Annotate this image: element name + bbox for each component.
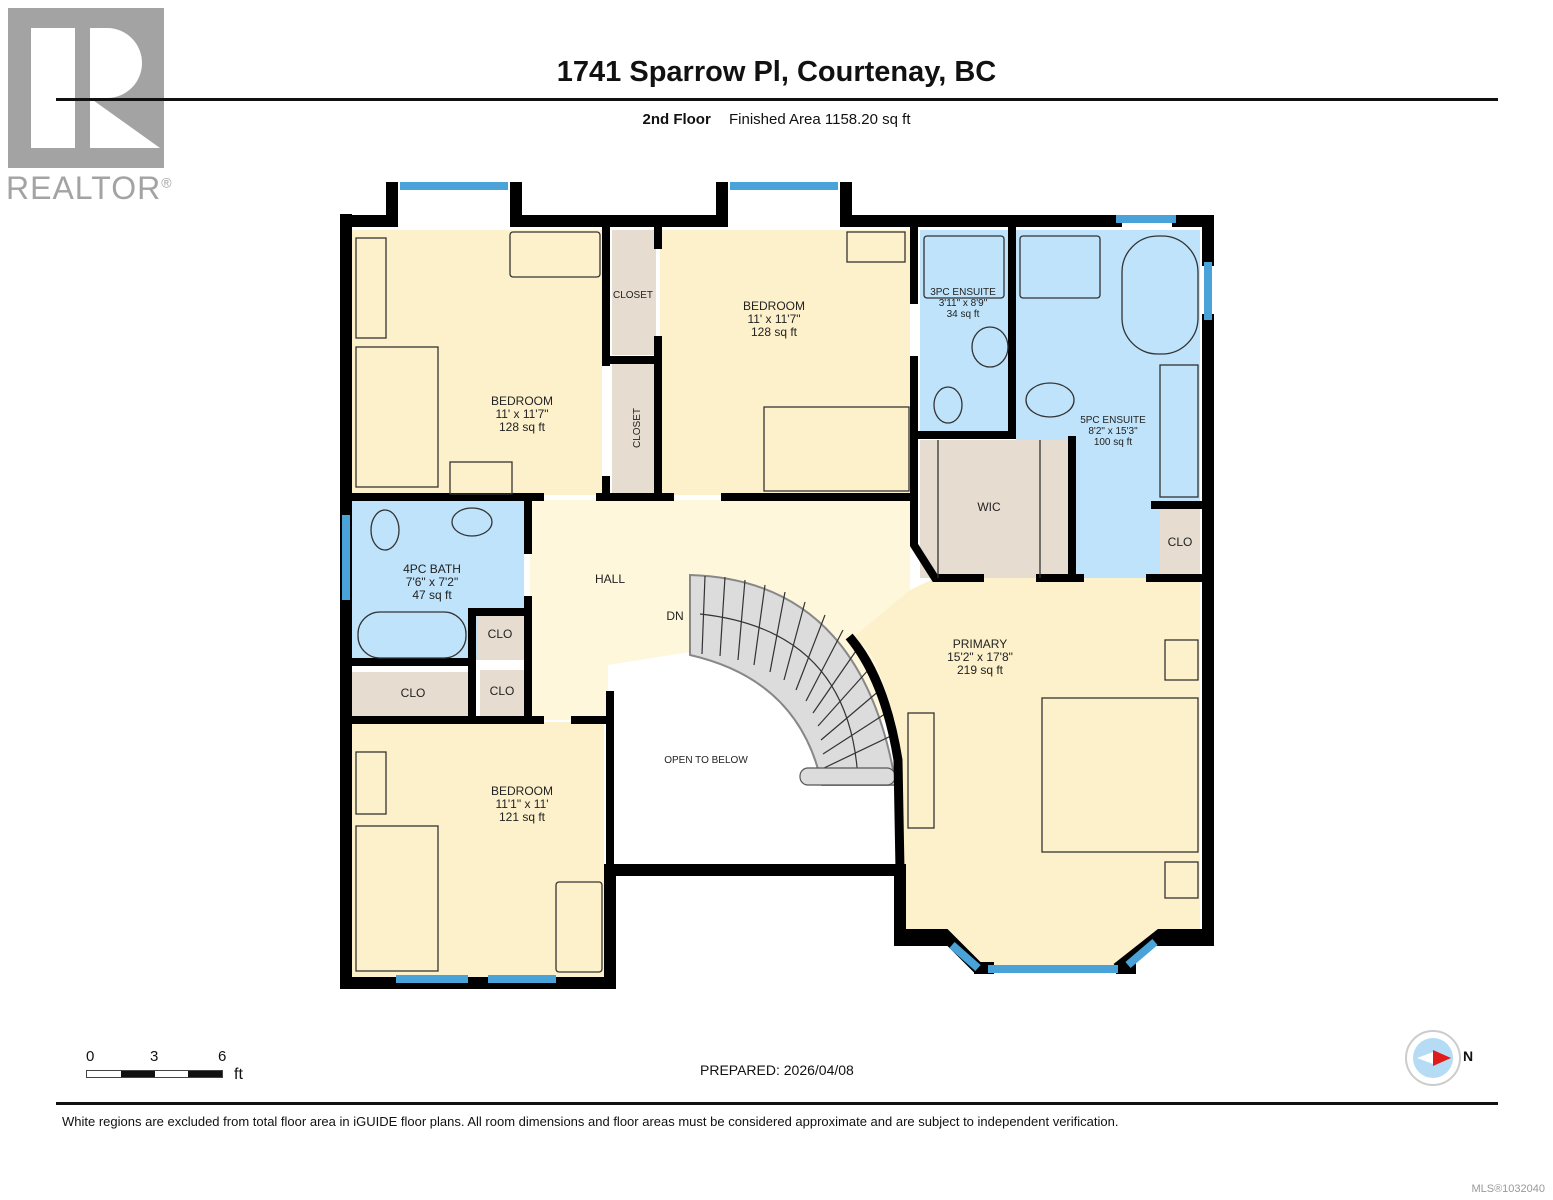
dresser-sw — [355, 751, 387, 815]
realtor-logo — [8, 8, 164, 168]
room-label-clo-3: CLO — [490, 684, 515, 698]
ensuite-3pc-fill — [920, 230, 1008, 432]
sink-3pc — [971, 326, 1009, 368]
desk-nw — [509, 231, 601, 278]
primary-curved-wall — [845, 633, 905, 875]
floor-subtitle: 2nd Floor Finished Area 1158.20 sq ft — [0, 111, 1553, 128]
outer-wall-north-west — [340, 214, 616, 989]
primary-fill — [850, 578, 1200, 965]
closet-top-fill — [612, 230, 656, 355]
clo-3-fill — [480, 670, 524, 716]
room-label-clo-2: CLO — [401, 686, 426, 700]
page-title: 1741 Sparrow Pl, Courtenay, BC — [556, 56, 997, 88]
compass-north-label: N — [1463, 1048, 1474, 1064]
bed-primary — [1041, 697, 1199, 853]
scale-label-3: 3 — [150, 1048, 159, 1065]
room-label-hall: HALL — [595, 572, 625, 586]
room-label-closet-vert: CLOSET — [632, 408, 643, 448]
finished-area: Finished Area 1158.20 sq ft — [728, 111, 911, 128]
window-primary-bay-right — [1125, 938, 1158, 969]
logo-r-leg — [90, 98, 160, 148]
nightstand-primary-bottom — [1164, 861, 1199, 899]
interior-walls — [342, 226, 1204, 874]
scale-labels: 0 3 6 — [86, 1048, 227, 1068]
compass-needle-icon — [1417, 1050, 1451, 1066]
toilet-5pc — [1025, 382, 1075, 418]
realtor-wordmark: REALTOR® — [6, 170, 173, 207]
disclaimer-text: White regions are excluded from total fl… — [62, 1114, 1119, 1129]
bedroom-sw-fill — [352, 722, 604, 977]
mls-number: MLS®1032040 — [1471, 1183, 1545, 1195]
floor-name: 2nd Floor — [642, 111, 711, 128]
clo-2-fill — [352, 672, 470, 718]
scale-graphic — [86, 1070, 223, 1078]
scale-unit: ft — [234, 1066, 243, 1083]
clo-1-fill — [478, 612, 524, 660]
desk-sw — [555, 881, 603, 973]
room-label-open-to-below: OPEN TO BELOW — [664, 755, 748, 766]
dresser-n — [846, 231, 906, 263]
room-label-clo-1: CLO — [488, 627, 513, 641]
room-label-closet-top: CLOSET — [613, 290, 653, 301]
room-label-wic: WIC — [977, 500, 1001, 514]
room-label-stairs-dn: DN — [666, 609, 683, 623]
shower-5pc — [1019, 235, 1101, 299]
header-divider — [56, 98, 1498, 101]
logo-r-stem — [31, 28, 75, 148]
bed-sw — [355, 825, 439, 972]
closet-vert-fill — [612, 362, 656, 495]
scale-bar: 0 3 6 ft — [86, 1048, 243, 1083]
window-primary-bay-left — [949, 942, 981, 971]
stair-landing — [799, 767, 896, 786]
bedroom-n-fill — [660, 230, 910, 495]
dresser-primary — [907, 712, 935, 829]
registered-mark: ® — [161, 174, 173, 191]
scale-label-6: 6 — [218, 1048, 227, 1065]
nightstand-primary-top — [1164, 639, 1199, 681]
tub-4pc — [357, 611, 467, 659]
tub-5pc — [1121, 235, 1199, 355]
fixtures — [355, 231, 1199, 973]
dresser-nw — [355, 237, 387, 339]
nightstand-nw — [449, 461, 513, 495]
walls — [340, 182, 1214, 989]
windows — [342, 182, 1212, 983]
wic-fill — [920, 440, 1070, 578]
sink-4pc — [451, 507, 493, 537]
shower-3pc — [923, 235, 1005, 299]
room-fills — [352, 230, 1200, 977]
realtor-text: REALTOR — [6, 170, 162, 206]
room-label-clo-ensuite: CLO — [1168, 535, 1193, 549]
prepared-date: PREPARED: 2026/04/08 — [700, 1062, 854, 1078]
scale-label-0: 0 — [86, 1048, 95, 1065]
vanity-5pc — [1159, 364, 1199, 498]
bed-n — [763, 406, 910, 492]
toilet-3pc — [933, 386, 963, 424]
compass-icon — [1405, 1030, 1461, 1086]
footer-divider — [56, 1102, 1498, 1105]
clo-ensuite-fill — [1160, 508, 1200, 578]
bedroom-nw-fill — [352, 230, 602, 495]
bed-nw — [355, 346, 439, 488]
toilet-4pc — [370, 509, 400, 551]
